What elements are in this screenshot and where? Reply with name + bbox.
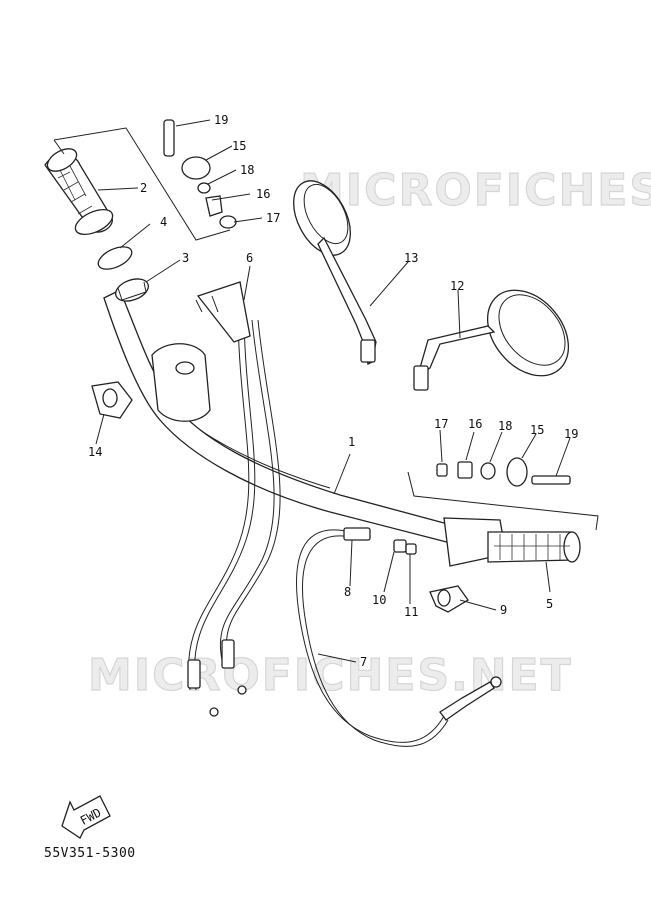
throttle-cables <box>187 281 281 717</box>
callout-5: 5 <box>546 597 553 611</box>
callout-19-right: 19 <box>564 427 578 441</box>
callout-18-top: 18 <box>240 163 254 177</box>
leader-lines <box>95 119 571 663</box>
callout-17-right: 17 <box>434 417 448 431</box>
mirror-right <box>413 289 570 391</box>
callout-6: 6 <box>246 251 253 265</box>
diagram-code: 55V351-5300 <box>44 846 136 861</box>
callout-1: 1 <box>348 435 355 449</box>
callout-16-top: 16 <box>256 187 270 201</box>
mirror-left <box>293 180 377 365</box>
cable-adjusters <box>343 527 417 555</box>
callout-7: 7 <box>360 655 367 669</box>
handlebar <box>103 289 471 549</box>
right-grip <box>443 517 581 567</box>
callout-15-right: 15 <box>530 423 544 437</box>
hardware-set-right <box>407 457 599 531</box>
hardware-set-top <box>53 119 237 241</box>
callout-11: 11 <box>404 605 418 619</box>
callout-4: 4 <box>160 215 167 229</box>
callout-2: 2 <box>140 181 147 195</box>
callout-18-right: 18 <box>498 419 512 433</box>
throttle-spacer <box>74 208 133 270</box>
callout-12: 12 <box>450 279 464 293</box>
callout-15-top: 15 <box>232 139 246 153</box>
callout-13: 13 <box>404 251 418 265</box>
callout-16-right: 16 <box>468 417 482 431</box>
callout-17-top: 17 <box>266 211 280 225</box>
holder-right <box>429 585 469 613</box>
callout-10: 10 <box>372 593 386 607</box>
clutch-cable <box>296 529 502 747</box>
holder-left <box>91 381 133 419</box>
fwd-arrow-icon: FWD <box>61 795 111 839</box>
watermark-bottom: MICROFICHES.NET <box>88 650 573 701</box>
callout-8: 8 <box>344 585 351 599</box>
callout-19-top: 19 <box>214 113 228 127</box>
watermark-top: MICROFICHES.NET <box>300 165 651 216</box>
grip-collar <box>115 278 149 302</box>
callout-3: 3 <box>182 251 189 265</box>
callout-14: 14 <box>88 445 102 459</box>
callout-9: 9 <box>500 603 507 617</box>
